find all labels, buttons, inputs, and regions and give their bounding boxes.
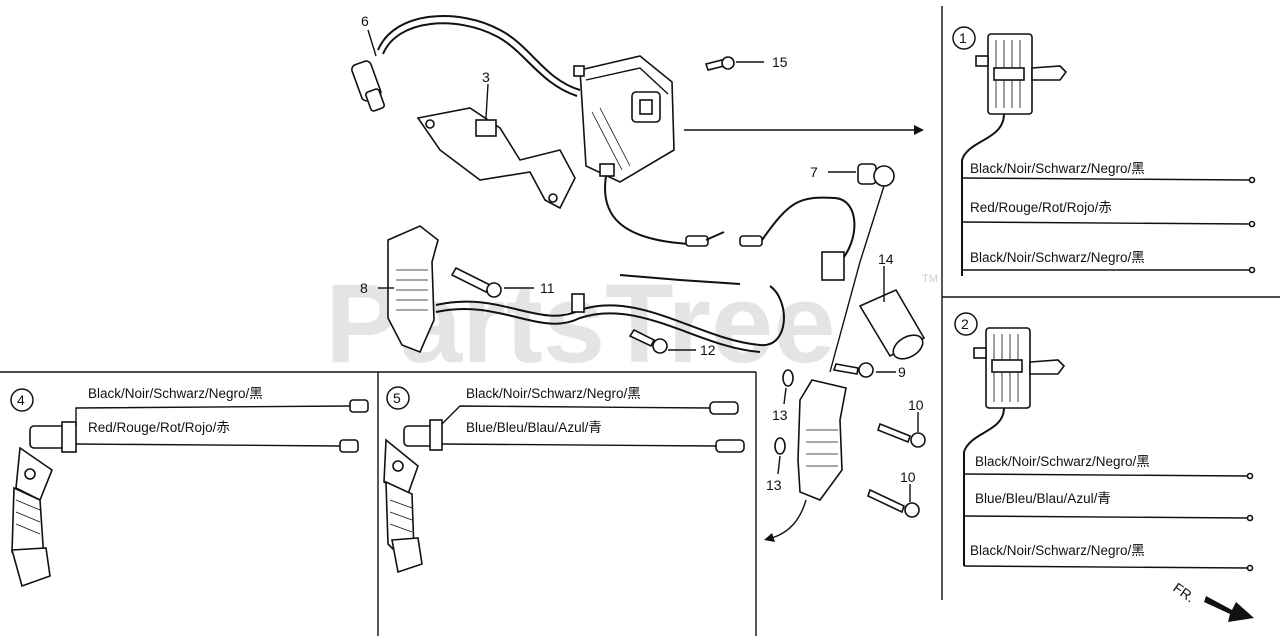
- callout-11: 11: [540, 280, 555, 296]
- panel-1-number: 1: [959, 30, 967, 46]
- screws: [450, 56, 926, 518]
- front-direction-indicator: FR.: [1170, 579, 1254, 622]
- front-arrow-icon: [1204, 596, 1254, 622]
- panel-1-wire-3-label: Black/Noir/Schwarz/Negro/黑: [970, 250, 1145, 265]
- wire-clamp: [829, 163, 895, 373]
- callout-8: 8: [360, 280, 368, 296]
- panel-2-marker: [954, 312, 978, 336]
- leader-lines: [367, 29, 919, 502]
- panel-2: 2 Black/Noir/Schwarz/Negro/黑 Blue/Bleu/B…: [954, 312, 1254, 572]
- panel-1-wire-2-label: Red/Rouge/Rot/Rojo/赤: [970, 200, 1112, 215]
- panel-4-pulser: [10, 421, 77, 588]
- callout-3: 3: [482, 69, 490, 85]
- panel-2-wire-2-label: Blue/Bleu/Blau/Azul/青: [975, 491, 1111, 506]
- callout-10-upper: 10: [908, 397, 924, 413]
- watermark-tm: TM: [922, 273, 938, 285]
- bracket: [416, 107, 576, 210]
- capacitor: [858, 288, 926, 360]
- panel-5-wire-1-label: Black/Noir/Schwarz/Negro/黑: [466, 386, 641, 401]
- callout-7: 7: [810, 164, 818, 180]
- panel-5-wire-2-label: Blue/Bleu/Blau/Azul/青: [466, 420, 602, 435]
- panel-2-wire-1-label: Black/Noir/Schwarz/Negro/黑: [975, 454, 1150, 469]
- panel-5: 5 Black/Noir/Schwarz/Negro/黑 Blue/Bleu/B…: [383, 386, 745, 574]
- callout-13-lower: 13: [766, 477, 782, 493]
- panel-5-number: 5: [393, 390, 401, 406]
- panel-4-number: 4: [17, 392, 25, 408]
- coil-wires: [604, 175, 856, 263]
- pulser-coil: [387, 225, 785, 354]
- callout-6: 6: [361, 13, 369, 29]
- panel-4-wire-2-label: Red/Rouge/Rot/Rojo/赤: [88, 420, 230, 435]
- spark-plug-cap: [351, 15, 581, 112]
- ignition-coil: [573, 55, 924, 183]
- exciter-coil: [764, 251, 847, 542]
- callout-9: 9: [898, 364, 906, 380]
- panel-4-marker: [10, 388, 34, 412]
- panel-2-wire-3-label: Black/Noir/Schwarz/Negro/黑: [970, 543, 1145, 558]
- panel-1-marker: [952, 26, 976, 50]
- front-label: FR.: [1170, 579, 1198, 605]
- panel-1-coil: [961, 33, 1068, 276]
- callout-12: 12: [700, 342, 716, 358]
- panel-1: 1 Black/Noir/Schwarz/Negro/黑 Red/Rouge/R…: [952, 26, 1256, 276]
- callout-13-upper: 13: [772, 407, 788, 423]
- callout-14: 14: [878, 251, 894, 267]
- panel-1-wire-1-label: Black/Noir/Schwarz/Negro/黑: [970, 161, 1145, 176]
- panel-4-wire-1-label: Black/Noir/Schwarz/Negro/黑: [88, 386, 263, 401]
- callout-10-lower: 10: [900, 469, 916, 485]
- panel-5-pulser: [383, 419, 443, 574]
- panel-4: 4 Black/Noir/Schwarz/Negro/黑 Red/Rouge/R…: [10, 386, 369, 588]
- panel-5-marker: [386, 386, 410, 410]
- callout-15: 15: [772, 54, 788, 70]
- panel-borders: [0, 6, 1280, 636]
- panel-2-number: 2: [961, 316, 969, 332]
- panel-2-coil: [963, 327, 1066, 566]
